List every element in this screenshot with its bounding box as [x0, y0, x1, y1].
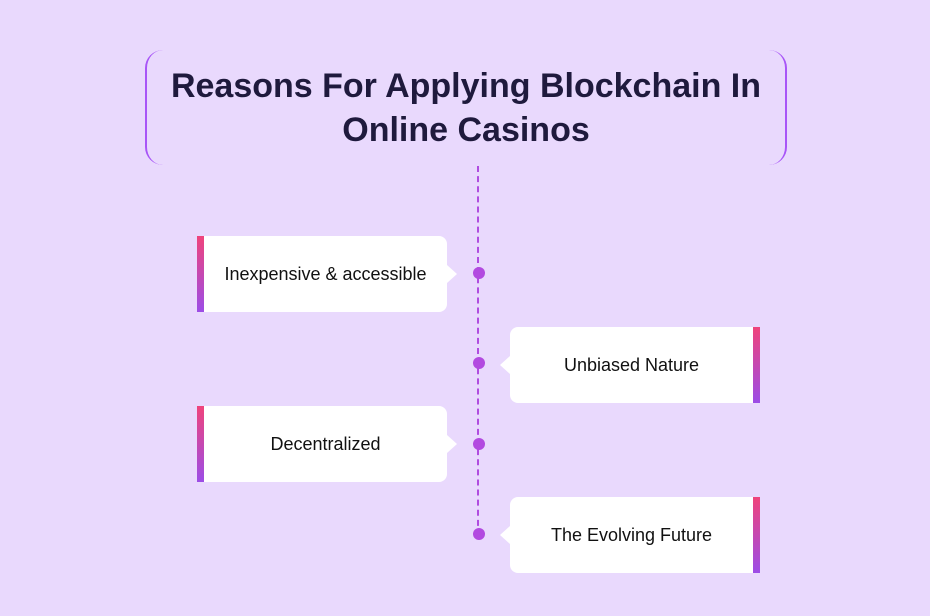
reason-label: Decentralized: [270, 433, 381, 454]
timeline-dot-1: [473, 267, 485, 279]
timeline-dot-3: [473, 438, 485, 450]
title-box: Reasons For Applying Blockchain In Onlin…: [145, 50, 787, 165]
timeline-dot-2: [473, 357, 485, 369]
timeline-dot-4: [473, 528, 485, 540]
timeline-line: [477, 166, 479, 536]
reason-label: Unbiased Nature: [563, 354, 700, 375]
reason-label: Inexpensive & accessible: [224, 263, 427, 284]
reason-card-2: Unbiased Nature: [500, 327, 760, 403]
reason-label: The Evolving Future: [550, 524, 713, 545]
reason-card-1: Inexpensive & accessible: [197, 236, 457, 312]
diagram-title: Reasons For Applying Blockchain In Onlin…: [170, 66, 762, 149]
reason-card-4: The Evolving Future: [500, 497, 760, 573]
reason-card-3: Decentralized: [197, 406, 457, 482]
